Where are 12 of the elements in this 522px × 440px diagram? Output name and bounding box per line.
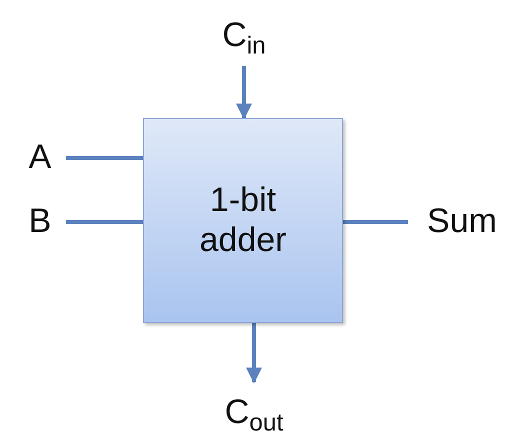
signal-label: A bbox=[28, 138, 52, 178]
signal-line bbox=[343, 220, 408, 224]
signal-line bbox=[66, 156, 143, 160]
signal-label: C$_{out}$ bbox=[224, 393, 284, 433]
block-label: 1-bit adder bbox=[198, 181, 288, 260]
signal-line bbox=[66, 220, 143, 224]
signal-label: B bbox=[28, 202, 52, 242]
adder-block bbox=[143, 118, 343, 323]
arrow bbox=[246, 323, 262, 384]
signal-label: Sum bbox=[427, 202, 497, 242]
arrow bbox=[236, 66, 252, 120]
signal-label: C$_{in}$ bbox=[222, 16, 266, 56]
